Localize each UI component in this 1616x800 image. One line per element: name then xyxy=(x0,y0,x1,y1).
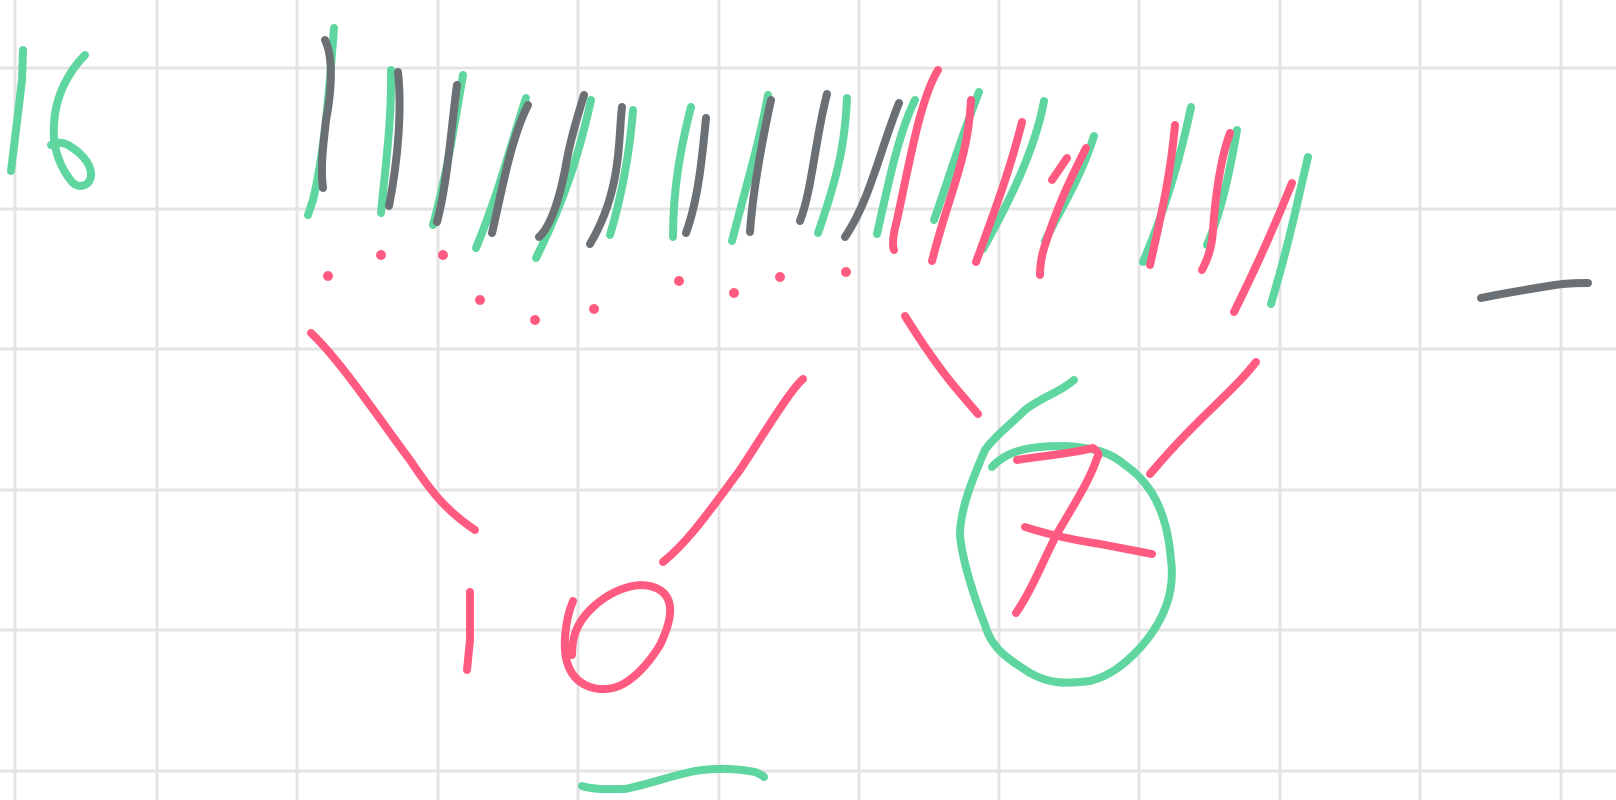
tally-pink xyxy=(889,66,1296,316)
red-seven-crossbar xyxy=(1021,523,1156,558)
red-seven xyxy=(1012,444,1103,617)
green-circle xyxy=(956,376,1176,687)
tally-marks xyxy=(304,24,1312,316)
gray-dash xyxy=(1477,279,1592,302)
green-underline xyxy=(578,764,768,794)
handwritten-number-16 xyxy=(7,46,95,190)
tally-gray xyxy=(317,36,903,248)
circled-seven xyxy=(956,376,1176,687)
handwritten-number-10 xyxy=(463,581,675,693)
pink-dots xyxy=(323,250,851,325)
pink-brackets xyxy=(307,312,1260,566)
